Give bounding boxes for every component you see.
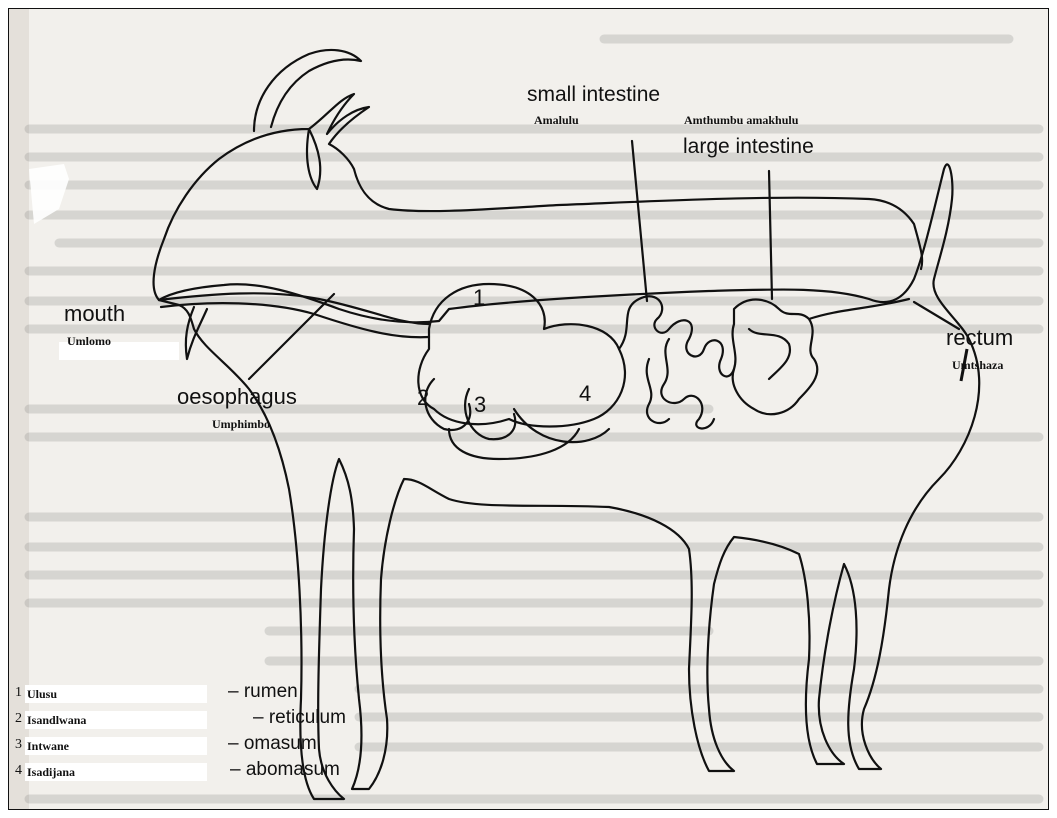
label-oesophagus: oesophagus <box>177 384 297 410</box>
legend-row-omasum: 3 Intwane – omasum <box>15 735 345 757</box>
legend-english-term: – abomasum <box>230 759 340 781</box>
legend-xhosa-term: Isandlwana <box>25 711 207 729</box>
legend-row-rumen: 1 Ulusu – rumen <box>15 683 345 705</box>
legend-english-term: – reticulum <box>253 707 346 729</box>
label-mouth: mouth <box>64 301 125 327</box>
legend-number: 2 <box>15 711 22 727</box>
legend-number: 1 <box>15 685 22 701</box>
label-large-intestine: large intestine <box>683 135 814 159</box>
label-rectum-xhosa: Umtshaza <box>952 358 1003 373</box>
label-rectum: rectum <box>946 325 1013 351</box>
stomach-number-4: 4 <box>579 381 591 407</box>
label-large-intestine-xhosa: Amthumbu amakhulu <box>684 113 798 128</box>
legend-row-abomasum: 4 Isadijana – abomasum <box>15 761 375 783</box>
legend-english-term: – omasum <box>228 733 317 755</box>
stomach-number-3: 3 <box>474 392 486 418</box>
legend-row-reticulum: 2 Isandlwana – reticulum <box>15 709 375 731</box>
label-mouth-xhosa: Umlomo <box>67 334 111 349</box>
legend-xhosa-term: Isadijana <box>25 763 207 781</box>
label-small-intestine: small intestine <box>527 83 660 107</box>
stomach-number-1: 1 <box>473 285 485 311</box>
stomach-number-2: 2 <box>417 385 429 411</box>
legend-number: 3 <box>15 737 22 753</box>
legend-english-term: – rumen <box>228 681 298 703</box>
diagram-frame: 1 2 3 4 small intestine Amalulu Amthumbu… <box>8 8 1049 810</box>
legend-xhosa-term: Intwane <box>25 737 207 755</box>
legend-number: 4 <box>15 763 22 779</box>
label-oesophagus-xhosa: Umphimbo <box>212 417 270 432</box>
legend-xhosa-term: Ulusu <box>25 685 207 703</box>
label-small-intestine-xhosa: Amalulu <box>534 113 579 128</box>
